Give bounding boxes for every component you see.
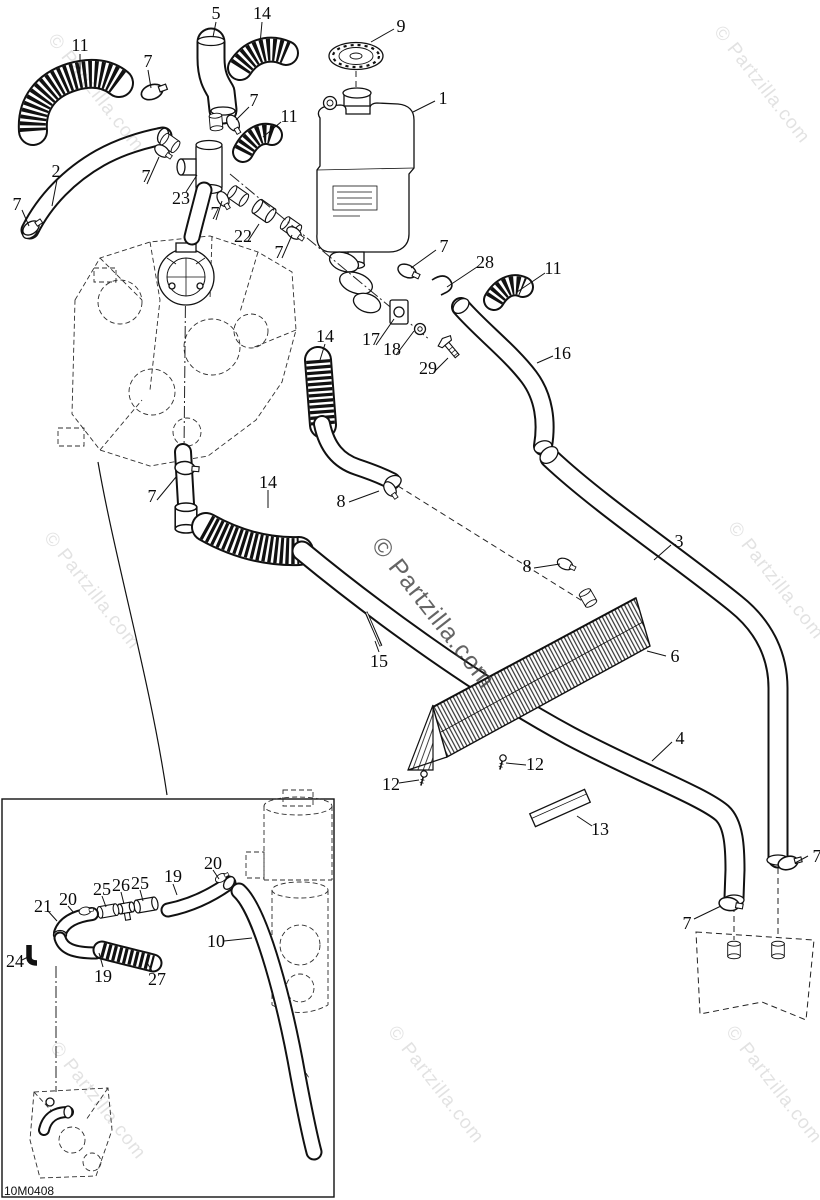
callout-9: 9 — [396, 16, 406, 36]
callout-23: 23 — [172, 188, 190, 208]
callout-12: 12 — [526, 754, 544, 774]
callout-17: 17 — [362, 329, 380, 349]
corrugated-hose-14-vertical — [304, 346, 337, 439]
bolt-29 — [437, 334, 460, 359]
hose-to-radiator-centerline — [397, 485, 585, 603]
pressure-cap — [328, 41, 384, 71]
pump-elbow-fitting — [38, 1097, 74, 1136]
hose-10 — [230, 882, 323, 1161]
callout-5: 5 — [211, 3, 221, 23]
callout-6: 6 — [670, 646, 680, 666]
fitting-26 — [116, 901, 136, 921]
callout-19: 19 — [164, 866, 182, 886]
callout-7: 7 — [147, 486, 157, 506]
callout-14: 14 — [316, 326, 334, 346]
callout-15: 15 — [370, 651, 388, 671]
pin-15 — [364, 611, 383, 647]
reservoir-couplings — [328, 251, 382, 314]
callout-1: 1 — [438, 88, 448, 108]
hose-end-centerlines — [733, 868, 779, 940]
corrugated-hose-11-right — [483, 274, 534, 311]
corrugated-hose-14-lower — [191, 512, 314, 567]
callout-27: 27 — [148, 969, 166, 989]
callout-7: 7 — [12, 194, 22, 214]
callout-29: 29 — [419, 358, 437, 378]
callout-7: 7 — [812, 846, 820, 866]
hose-19-lower — [53, 931, 103, 960]
callout-7: 7 — [274, 242, 284, 262]
callout-7: 7 — [143, 51, 153, 71]
callout-12: 12 — [382, 774, 400, 794]
callout-19: 19 — [94, 966, 112, 986]
radiator-6 — [407, 586, 651, 771]
callout-3: 3 — [674, 531, 684, 551]
thermostat-housing — [157, 242, 215, 306]
callout-16: 16 — [553, 343, 571, 363]
diagram-code: 10M0408 — [4, 1184, 55, 1198]
washer-18 — [413, 322, 427, 336]
engine-centerline — [183, 245, 187, 453]
callout-18: 18 — [383, 339, 401, 359]
callout-20: 20 — [59, 889, 77, 909]
callout-20: 20 — [204, 853, 222, 873]
callout-10: 10 — [207, 931, 225, 951]
callout-11: 11 — [71, 35, 89, 55]
callout-28: 28 — [476, 252, 494, 272]
corrugated-hose-27 — [92, 940, 163, 973]
callout-11: 11 — [544, 258, 562, 278]
callout-25: 25 — [93, 879, 111, 899]
hose-16 — [451, 297, 555, 456]
callout-7: 7 — [141, 166, 151, 186]
hose-19-upper — [160, 875, 237, 918]
callout-25: 25 — [131, 873, 149, 893]
callout-leaders — [21, 21, 809, 920]
callout-7: 7 — [249, 90, 259, 110]
callout-2: 2 — [51, 161, 61, 181]
hull-phantom — [695, 931, 815, 1021]
elbow-fitting-5 — [196, 27, 238, 125]
callout-4: 4 — [675, 728, 685, 748]
hose-3 — [539, 445, 790, 869]
callout-14: 14 — [253, 3, 271, 23]
callout-22: 22 — [234, 226, 252, 246]
block-13 — [528, 788, 592, 828]
hose-below-engine — [174, 443, 195, 513]
corrugated-hose-14-top — [227, 36, 299, 81]
callout-7: 7 — [682, 913, 692, 933]
callout-24: 24 — [6, 951, 24, 971]
radiator-end-bracket — [407, 704, 434, 771]
corrugated-hose-11-mid — [232, 123, 283, 163]
hose-tee-down — [183, 181, 213, 246]
callout-7: 7 — [210, 203, 220, 223]
callout-13: 13 — [591, 819, 609, 839]
callout-8: 8 — [522, 556, 532, 576]
inset-border — [1, 798, 335, 1198]
callout-21: 21 — [34, 896, 52, 916]
reference-curve — [97, 461, 168, 796]
callout-14: 14 — [259, 472, 277, 492]
inset-callout-leaders — [21, 869, 253, 972]
clip-28 — [431, 275, 453, 296]
callout-26: 26 — [112, 875, 130, 895]
inset-pump-phantom — [29, 1087, 113, 1179]
corrugated-hose-11-left — [17, 58, 134, 146]
callout-11: 11 — [280, 106, 298, 126]
callout-8: 8 — [336, 491, 346, 511]
plate-17 — [389, 299, 409, 325]
callout-7: 7 — [439, 236, 449, 256]
